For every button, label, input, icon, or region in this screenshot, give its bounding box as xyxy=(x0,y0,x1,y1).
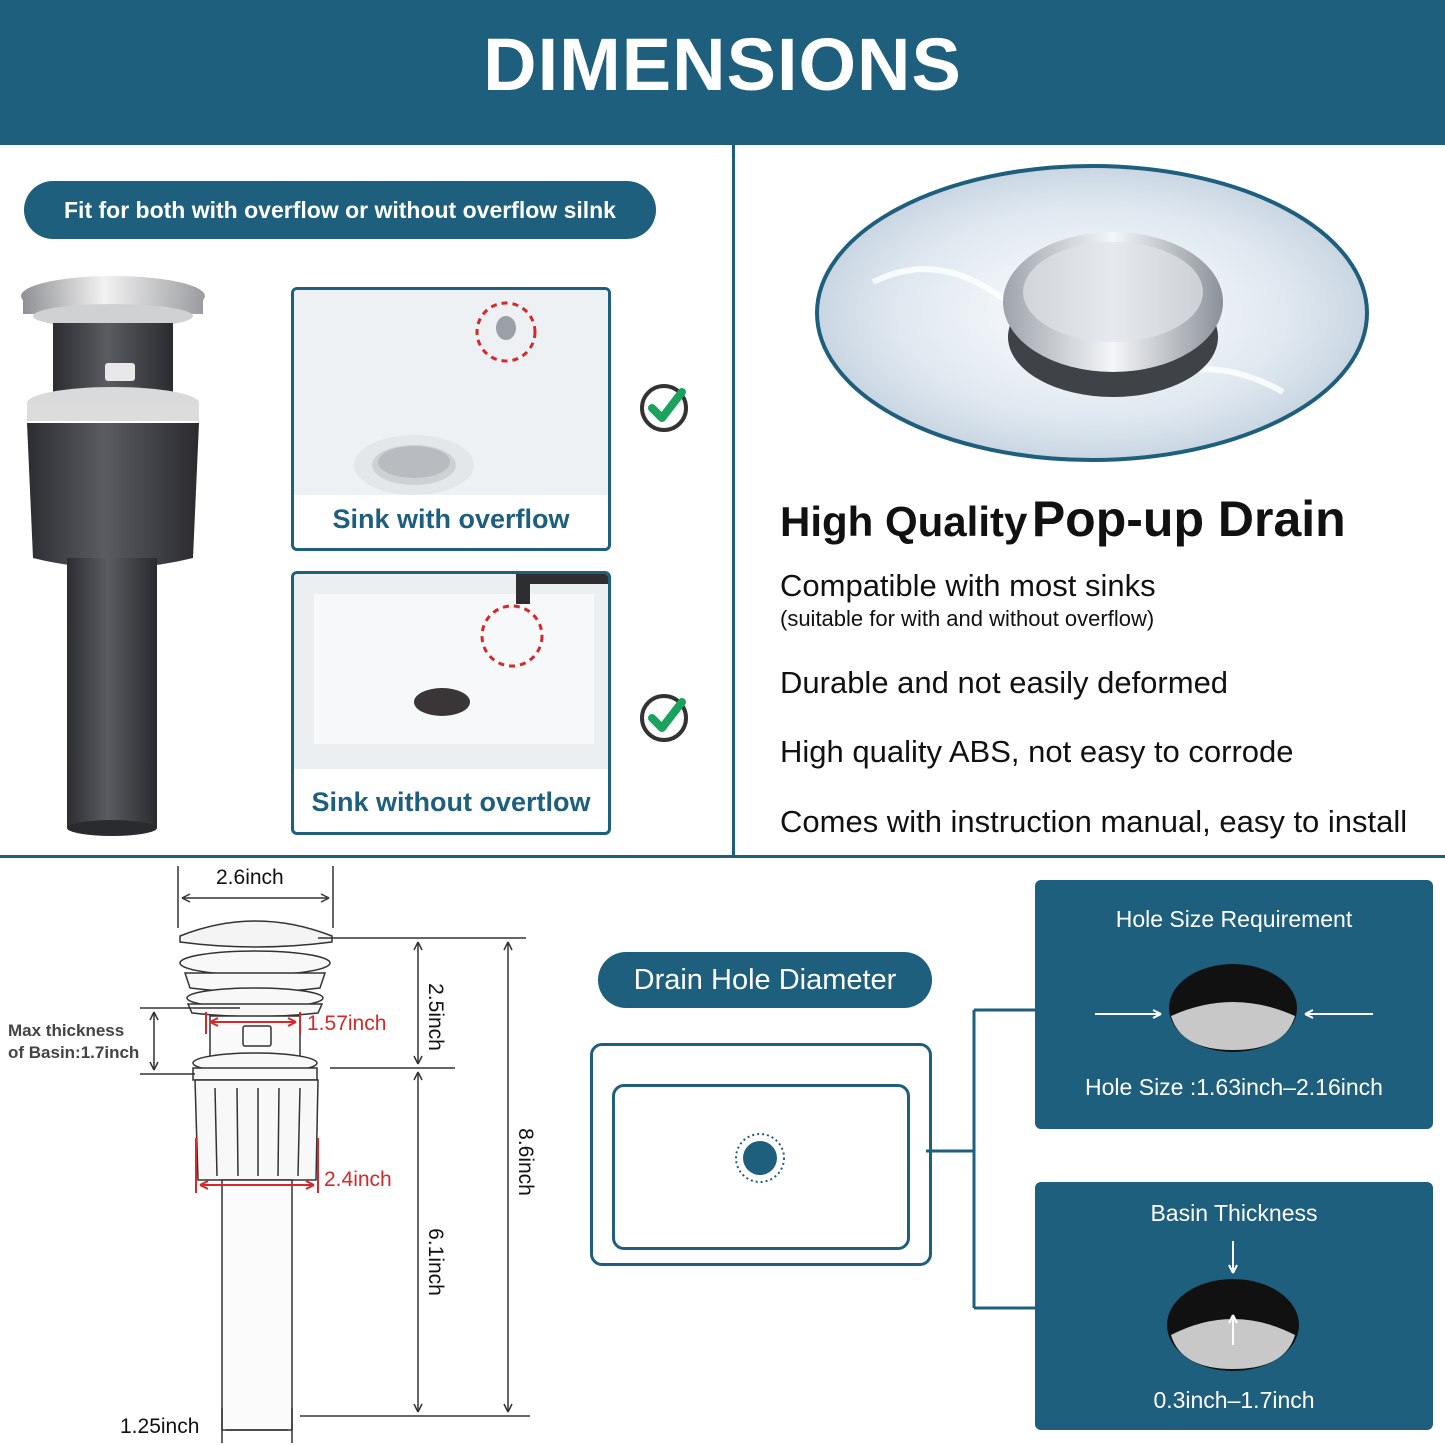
basin-thickness-icon xyxy=(1167,1241,1299,1371)
sink-no-overflow-image xyxy=(294,574,608,769)
vertical-divider xyxy=(732,145,735,857)
check-icon xyxy=(640,384,688,432)
sink-with-overflow-label: Sink with overflow xyxy=(332,504,570,534)
basin-inner xyxy=(612,1084,910,1250)
product-title: High Quality Pop-up Drain xyxy=(780,490,1346,548)
cap-width-label: 2.6inch xyxy=(216,866,284,889)
sink-with-overflow-panel: Sink with overflow xyxy=(291,287,611,551)
max-thickness-label: Max thickness of Basin:1.7inch xyxy=(8,1020,139,1064)
total-height-label: 8.6inch xyxy=(514,1128,537,1196)
fit-pill-label: Fit for both with overflow or without ov… xyxy=(64,197,616,223)
basin-thickness-title: Basin Thickness xyxy=(1150,1200,1318,1226)
page-title: DIMENSIONS xyxy=(483,23,962,106)
product-title-part1: High Quality xyxy=(780,498,1028,545)
feature-manual: Comes with instruction manual, easy to i… xyxy=(780,804,1408,839)
connector-bracket xyxy=(926,1008,1036,1310)
upper-height-label: 2.5inch xyxy=(424,983,447,1051)
hole-size-title: Hole Size Requirement xyxy=(1115,906,1353,932)
basin-thickness-card: Basin Thickness 0.3inch–1.7inch xyxy=(1035,1182,1433,1430)
horizontal-divider xyxy=(0,855,1445,858)
water-drain-photo xyxy=(815,164,1369,462)
sink-overflow-image xyxy=(294,290,608,495)
neck-width-label: 1.57inch xyxy=(307,1012,387,1035)
product-title-part2: Pop-up Drain xyxy=(1031,491,1346,547)
header-banner xyxy=(0,0,1445,145)
max-thickness-line2: of Basin:1.7inch xyxy=(8,1043,140,1062)
feature-abs: High quality ABS, not easy to corrode xyxy=(780,734,1294,769)
feature-durable: Durable and not easily deformed xyxy=(780,665,1229,700)
lower-height-label: 6.1inch xyxy=(424,1228,447,1296)
sink-without-overflow-panel: Sink without overtlow xyxy=(291,571,611,835)
basin-thickness-value: 0.3inch–1.7inch xyxy=(1153,1387,1315,1413)
drain-hole-icon xyxy=(735,1133,785,1183)
basin-outline xyxy=(590,1043,932,1266)
hole-size-card: Hole Size Requirement Hole Size :1.63inc… xyxy=(1035,880,1433,1129)
body-width-label: 2.4inch xyxy=(324,1168,392,1191)
feature-compatible-sub: (suitable for with and without overflow) xyxy=(780,606,1155,631)
pop-up-drain-illustration xyxy=(21,276,205,836)
dimension-drawing xyxy=(140,866,530,1443)
drain-hole-label: Drain Hole Diameter xyxy=(633,964,897,996)
sink-without-overflow-label: Sink without overtlow xyxy=(311,787,591,817)
pipe-width-label: 1.25inch xyxy=(120,1415,200,1438)
hole-size-icon xyxy=(1095,964,1373,1052)
check-icon xyxy=(640,694,688,742)
fit-pill: Fit for both with overflow or without ov… xyxy=(24,181,656,239)
hole-size-value: Hole Size :1.63inch–2.16inch xyxy=(1085,1074,1383,1100)
feature-compatible: Compatible with most sinks xyxy=(780,568,1156,603)
max-thickness-line1: Max thickness xyxy=(8,1021,125,1040)
drain-hole-pill: Drain Hole Diameter xyxy=(598,952,932,1008)
